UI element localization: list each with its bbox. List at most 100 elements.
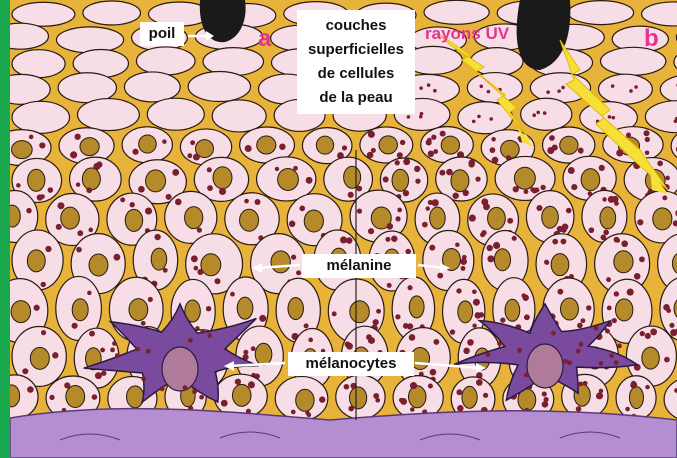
- melanin-granule: [432, 199, 439, 206]
- melanin-granule: [344, 384, 349, 389]
- melanin-granule: [146, 349, 151, 354]
- melanin-granule: [576, 406, 582, 412]
- melanin-granule: [191, 255, 198, 262]
- melanin-granule: [524, 189, 529, 194]
- cell-nucleus: [458, 301, 473, 323]
- melanin-granule: [626, 133, 631, 138]
- cell: [424, 0, 489, 24]
- cell-nucleus: [514, 167, 535, 189]
- melanin-granule: [489, 117, 493, 121]
- melanin-granule: [561, 86, 565, 90]
- melanin-granule: [614, 360, 619, 365]
- cell: [78, 99, 140, 131]
- cell-nucleus: [614, 251, 633, 273]
- melanin-granule: [407, 115, 411, 119]
- melanin-granule: [639, 256, 645, 262]
- cell-nucleus: [304, 210, 323, 232]
- melanin-granule: [429, 245, 435, 251]
- melanocyte-nucleus: [162, 347, 198, 391]
- cell-nucleus: [560, 136, 578, 154]
- melanin-granule: [640, 331, 645, 336]
- melanin-granule: [666, 308, 671, 313]
- melanin-granule: [399, 398, 403, 402]
- melanin-granule: [163, 268, 168, 273]
- melanin-granule: [385, 237, 390, 242]
- melanin-granule: [650, 328, 657, 335]
- melanin-granule: [551, 331, 556, 336]
- cell-nucleus: [30, 347, 49, 369]
- melanin-granule: [481, 230, 486, 235]
- cell-nucleus: [344, 166, 361, 188]
- melanin-granule: [614, 291, 619, 296]
- cell-nucleus: [185, 207, 203, 229]
- melanin-granule: [581, 318, 586, 323]
- melanin-granule: [490, 147, 496, 153]
- cell-nucleus: [349, 387, 366, 409]
- cell-nucleus: [462, 386, 477, 408]
- melanin-granule: [469, 215, 476, 222]
- melanin-granule: [586, 305, 591, 310]
- cell-nucleus: [80, 138, 99, 156]
- melanin-granule: [543, 111, 547, 115]
- couches-line-1: couches: [297, 14, 415, 38]
- melanin-granule: [319, 396, 325, 402]
- melanin-granule: [450, 329, 455, 334]
- melanin-granule: [221, 400, 228, 407]
- cell-nucleus: [653, 208, 672, 230]
- melanin-granule: [41, 330, 46, 335]
- melanin-granule: [486, 352, 491, 357]
- melanin-granule: [524, 314, 530, 320]
- cell-nucleus: [201, 254, 221, 276]
- melanin-granule: [483, 393, 488, 398]
- melanin-granule: [607, 306, 612, 311]
- melanin-granule: [645, 333, 651, 339]
- melanin-granule: [606, 277, 611, 282]
- melanin-granule: [542, 392, 547, 397]
- melanin-granule: [440, 131, 446, 137]
- melanin-granule: [634, 273, 641, 280]
- melanin-granule: [420, 112, 424, 116]
- melanin-granule: [255, 199, 261, 205]
- melanin-granule: [524, 373, 529, 378]
- melanin-granule: [473, 299, 480, 306]
- melanin-granule: [512, 236, 517, 241]
- melanin-granule: [415, 179, 420, 184]
- melanin-granule: [367, 152, 374, 159]
- cell: [599, 74, 653, 104]
- melanin-granule: [455, 243, 459, 247]
- cell: [470, 48, 523, 76]
- melanin-granule: [665, 176, 670, 181]
- melanin-granule: [431, 135, 436, 140]
- melanin-granule: [669, 323, 674, 328]
- melanin-granule: [251, 346, 256, 351]
- melanin-granule: [207, 167, 212, 172]
- melanin-granule: [39, 142, 45, 148]
- cell: [12, 50, 65, 78]
- melanin-granule: [368, 228, 374, 234]
- melanin-granule: [578, 342, 583, 347]
- melanin-granule: [197, 228, 202, 233]
- melanin-granule: [513, 186, 519, 192]
- melanin-granule: [617, 343, 622, 348]
- melanin-granule: [561, 239, 567, 245]
- melanin-granule: [110, 347, 115, 352]
- melanin-granule: [368, 131, 375, 138]
- melanin-granule: [112, 341, 117, 346]
- melanin-granule: [522, 295, 528, 301]
- melanin-granule: [433, 89, 437, 93]
- melanin-granule: [567, 360, 572, 365]
- melanin-granule: [577, 323, 583, 329]
- melanin-granule: [27, 386, 34, 393]
- melanin-granule: [433, 149, 438, 154]
- cell-nucleus: [12, 141, 33, 159]
- melanin-granule: [571, 184, 577, 190]
- cell-nucleus: [27, 250, 45, 272]
- melanin-granule: [92, 394, 98, 400]
- melanin-granule: [467, 339, 474, 346]
- melanin-granule: [456, 389, 462, 395]
- melanin-granule: [462, 255, 467, 260]
- melanin-granule: [395, 216, 400, 221]
- melanin-granule: [599, 165, 605, 171]
- melanin-granule: [101, 371, 106, 376]
